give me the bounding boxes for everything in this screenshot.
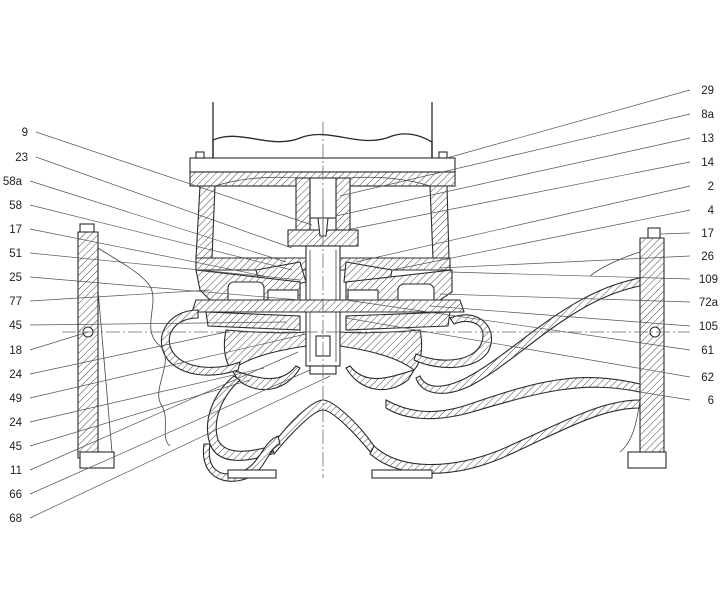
label-left-23: 23 [15,152,28,164]
label-right-105: 105 [699,321,718,333]
label-left-9: 9 [22,127,28,139]
label-left-58a: 58a [3,176,23,188]
leader-lines-left [29,131,331,519]
label-right-14: 14 [701,157,714,169]
motor-housing [212,102,433,158]
label-right-29: 29 [701,85,714,97]
label-right-72a: 72a [699,297,719,309]
discharge-flange-right [589,227,667,469]
impeller [223,329,423,391]
suction-flange-left [77,223,171,469]
label-left-49: 49 [9,393,22,405]
label-right-2: 2 [708,181,714,193]
label-left-68: 68 [9,513,22,525]
center-lines [62,122,690,478]
label-right-109: 109 [699,274,718,286]
label-left-51: 51 [9,248,22,260]
label-left-77: 77 [9,296,22,308]
casing-cover [191,299,465,331]
label-right-62: 62 [701,372,714,384]
label-right-26: 26 [701,251,714,263]
label-left-17: 17 [9,224,22,236]
label-right-4: 4 [708,205,715,217]
label-left-11: 11 [10,465,22,477]
part-labels-right: 29 8a 13 14 2 4 17 26 109 72a 105 61 62 … [699,85,719,407]
label-right-61: 61 [701,345,714,357]
label-left-58: 58 [9,200,22,212]
leader-lines-right [335,89,691,401]
label-right-13: 13 [701,133,714,145]
label-left-24-b: 24 [9,417,22,429]
label-right-8a: 8a [701,109,714,121]
label-left-18: 18 [9,345,22,357]
label-left-66: 66 [9,489,22,501]
label-right-6: 6 [708,395,714,407]
label-left-45-b: 45 [9,441,22,453]
label-left-24: 24 [9,369,22,381]
label-left-25: 25 [9,272,22,284]
label-left-45: 45 [9,320,22,332]
volute-casing-left [160,309,273,461]
part-labels-left: 9 23 58a 58 17 51 25 77 45 18 24 49 24 4… [3,127,28,525]
label-right-17: 17 [701,228,714,240]
